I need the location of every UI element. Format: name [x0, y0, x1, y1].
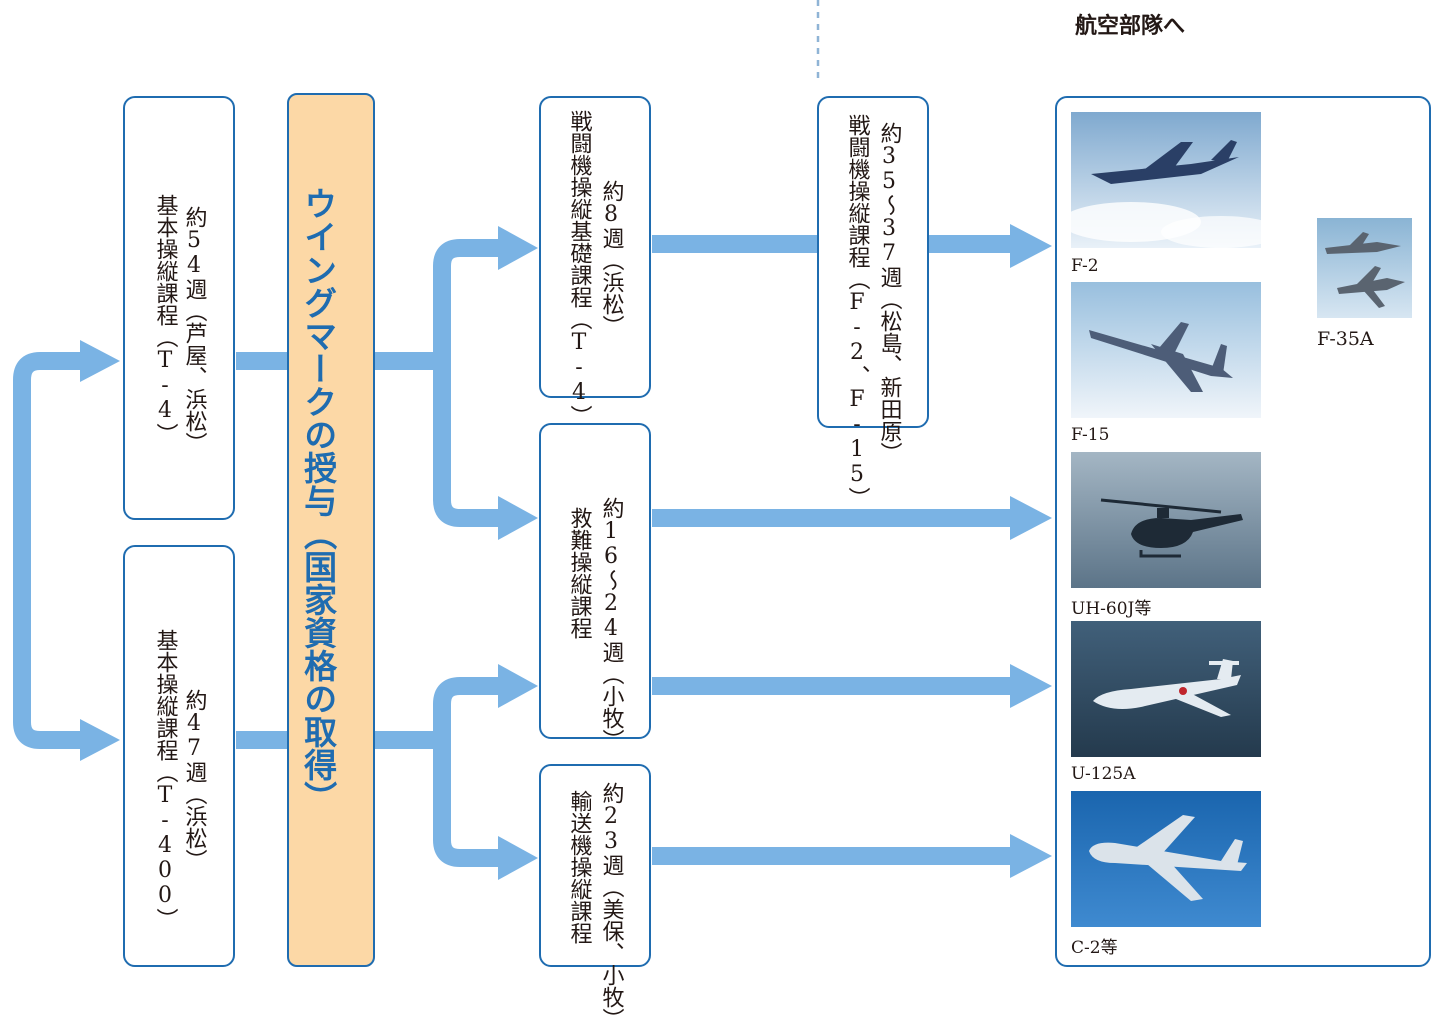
c2-label: C-2等 — [1071, 938, 1118, 958]
arrowhead-to-fighter-basic — [498, 226, 538, 270]
f2-label: F-2 — [1071, 256, 1099, 276]
f35a-photo — [1317, 218, 1412, 318]
arrowhead-to-basic-t400 — [80, 719, 120, 761]
arrowhead-to-u125 — [1010, 664, 1052, 708]
destination-title: 航空部隊へ — [1075, 13, 1186, 39]
arrowhead-to-helicopter — [1010, 496, 1052, 540]
u125a-label: U-125A — [1071, 764, 1136, 784]
wingmark-label: ウイングマークの授与（国家資格の取得） — [298, 187, 338, 814]
arrowhead-to-basic-t4 — [80, 340, 120, 382]
basic-course-t400-name: 基本操縦課程（T-400） — [152, 629, 178, 930]
uh60j-photo — [1071, 452, 1261, 588]
f15-photo — [1071, 282, 1261, 418]
branch-upper-vertical — [433, 239, 502, 527]
arrowhead-to-rescue-upper — [498, 496, 538, 540]
transport-course-duration: 約23週（美保、小牧） — [598, 782, 624, 1030]
arrowhead-to-rescue-lower — [498, 664, 538, 708]
fighter-course-duration: 約35～37週（松島、新田原） — [876, 122, 902, 464]
transport-course-box: 約23週（美保、小牧） 輸送機操縦課程 — [539, 764, 651, 1030]
arrowhead-to-transport — [498, 836, 538, 880]
fighter-basic-course-name: 戦闘機操縦基礎課程（T-4） — [566, 110, 592, 427]
f2-photo — [1071, 112, 1261, 248]
uh60j-label: UH-60J等 — [1071, 599, 1152, 619]
fighter-jet-icon — [1091, 140, 1239, 184]
stealth-fighter-icon — [1325, 232, 1405, 308]
basic-course-t4-name: 基本操縦課程（T-4） — [152, 194, 178, 445]
business-jet-icon — [1093, 659, 1241, 717]
fighter-jet-icon — [1089, 322, 1233, 392]
entry-bracket-line — [13, 352, 85, 749]
f15-label: F-15 — [1071, 425, 1110, 445]
rescue-course-duration: 約16～24週（小牧） — [598, 497, 624, 751]
helicopter-icon — [1100, 498, 1243, 558]
c2-photo — [1071, 791, 1261, 927]
branch-lower-vertical — [433, 677, 502, 867]
wingmark-box: ウイングマークの授与（国家資格の取得） — [287, 93, 375, 967]
u125a-photo — [1071, 621, 1261, 757]
fighter-basic-course-duration: 約8週（浜松） — [598, 180, 624, 337]
basic-course-t400-duration: 約47週（浜松） — [181, 689, 207, 871]
basic-course-t4-duration: 約54週（芦屋、浜松） — [181, 206, 207, 454]
fighter-basic-course-box: 約8週（浜松） 戦闘機操縦基礎課程（T-4） — [539, 96, 651, 427]
basic-course-t400-box: 約47週（浜松） 基本操縦課程（T-400） — [123, 545, 235, 967]
fighter-course-box: 約35～37週（松島、新田原） 戦闘機操縦課程（F-2、F-15） — [817, 96, 929, 509]
rescue-course-name: 救難操縦課程 — [566, 507, 592, 639]
f35a-label: F-35A — [1317, 328, 1374, 350]
transport-plane-icon — [1089, 815, 1247, 901]
basic-course-t4-box: 約54週（芦屋、浜松） 基本操縦課程（T-4） — [123, 96, 235, 520]
rescue-course-box: 約16～24週（小牧） 救難操縦課程 — [539, 423, 651, 751]
pilot-training-flow-diagram: 航空部隊へ 約54週（芦屋、浜松） 基本操縦課程（T-4） 約47週（浜松） 基… — [13, 0, 1431, 1030]
fighter-course-name: 戦闘機操縦課程（F-2、F-15） — [844, 114, 870, 509]
transport-course-name: 輸送機操縦課程 — [566, 790, 592, 944]
arrowhead-to-c2 — [1010, 834, 1052, 878]
arrowhead-to-fighter-jets — [1010, 224, 1052, 268]
